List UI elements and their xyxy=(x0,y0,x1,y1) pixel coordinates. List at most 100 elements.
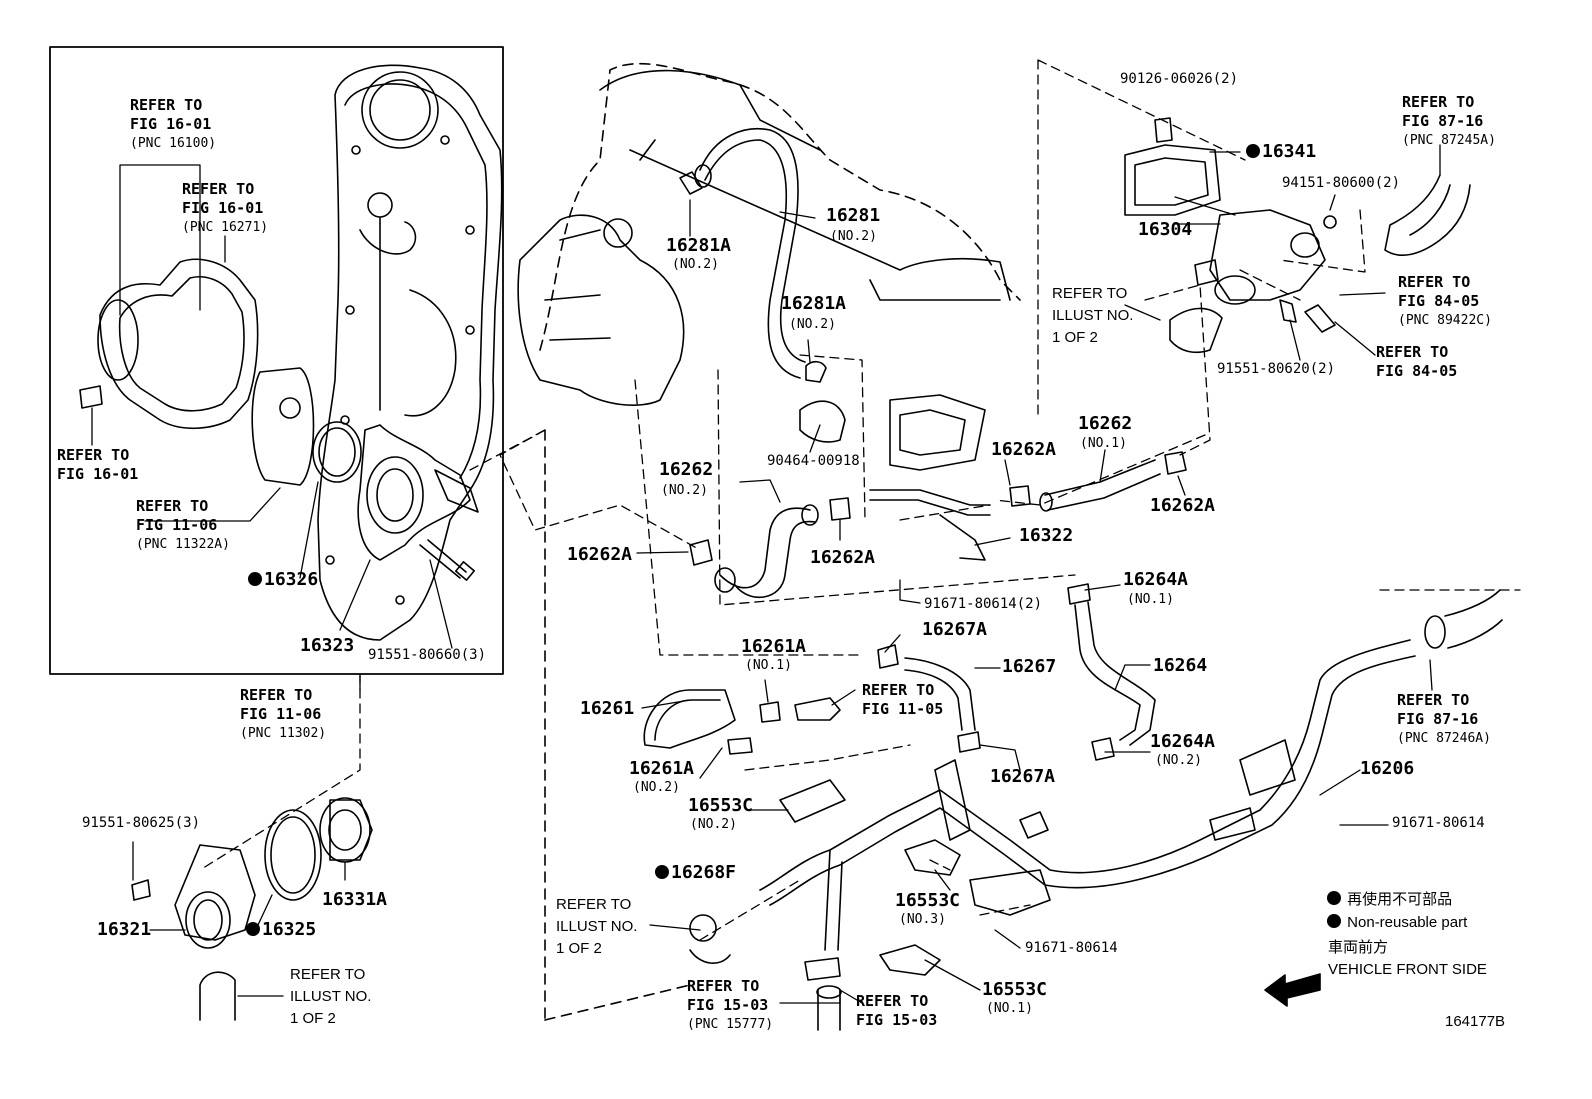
part-16553C-no2[interactable]: 16553C xyxy=(688,795,754,816)
part-91671-80614-2[interactable]: 91671-80614(2) xyxy=(924,596,1043,612)
part-16267A-b[interactable]: 16267A xyxy=(990,766,1056,787)
ref-line: FIG 15-03 xyxy=(687,996,769,1014)
part-16325[interactable]: 16325 xyxy=(246,921,316,939)
clamp-16281A-a xyxy=(679,171,703,195)
clamp-e xyxy=(1067,583,1091,605)
part-16341[interactable]: 16341 xyxy=(1246,143,1316,161)
ref-fig-87-16-pnc-87245A[interactable]: REFER TO FIG 87-16 (PNC 87245A) xyxy=(1402,93,1496,150)
legend-dot xyxy=(1327,891,1341,905)
ref-pnc: (PNC 16271) xyxy=(182,220,269,235)
part-91671-80614-a[interactable]: 91671-80614 xyxy=(1392,815,1485,831)
part-16322[interactable]: 16322 xyxy=(1019,525,1074,546)
legend-text: Non-reusable part xyxy=(1347,914,1468,931)
part-94151-80600[interactable]: 94151-80600(2) xyxy=(1282,175,1401,191)
ref-fig-84-05-pnc-89422C[interactable]: REFER TO FIG 84-05 (PNC 89422C) xyxy=(1398,273,1492,330)
part-16264A-a-sub: (NO.1) xyxy=(1127,592,1174,607)
part-16267A-a[interactable]: 16267A xyxy=(922,619,988,640)
ref-fig-15-03-pnc-15777[interactable]: REFER TO FIG 15-03 (PNC 15777) xyxy=(687,977,773,1034)
ref-fig-11-06-pnc-11302[interactable]: REFER TO FIG 11-06 (PNC 11302) xyxy=(240,686,326,743)
legend-jp-front: 車両前方 xyxy=(1328,939,1389,956)
part-91551-80625[interactable]: 91551-80625(3) xyxy=(82,815,201,831)
front-arrow xyxy=(1264,973,1321,1007)
part-16264A-b[interactable]: 16264A xyxy=(1150,731,1216,752)
bracket-16553C-no3 xyxy=(904,839,961,876)
part-16261[interactable]: 16261 xyxy=(580,698,635,719)
part-16206[interactable]: 16206 xyxy=(1360,758,1415,779)
part-16264A-a[interactable]: 16264A xyxy=(1123,569,1189,590)
part-16304[interactable]: 16304 xyxy=(1138,219,1193,240)
o-ring-16268F xyxy=(689,914,717,942)
ref-line: FIG 15-03 xyxy=(856,1011,938,1029)
part-16261A-b-sub: (NO.2) xyxy=(633,780,680,795)
ref-fig-11-05[interactable]: REFER TO FIG 11-05 xyxy=(862,681,943,719)
part-90464-00918[interactable]: 90464-00918 xyxy=(767,453,860,469)
part-16323[interactable]: 16323 xyxy=(300,635,355,656)
legend-en-front: VEHICLE FRONT SIDE xyxy=(1328,961,1487,978)
part-16553C-no1[interactable]: 16553C xyxy=(982,979,1048,1000)
ref-illust-1-of-2-c[interactable]: REFER TO ILLUST NO. 1 OF 2 xyxy=(290,964,371,1030)
part-16261A-b[interactable]: 16261A xyxy=(629,758,695,779)
part-16281[interactable]: 16281 xyxy=(826,205,881,226)
part-number: 16325 xyxy=(262,919,317,940)
clamp-k xyxy=(804,957,841,981)
part-16281-sub: (NO.2) xyxy=(830,229,877,244)
ref-pnc: (PNC 15777) xyxy=(687,1017,774,1032)
part-16261A-a[interactable]: 16261A xyxy=(741,636,807,657)
part-16262A-b[interactable]: 16262A xyxy=(1150,495,1216,516)
water-outlet xyxy=(312,421,479,581)
ref-illust-1-of-2-a[interactable]: REFER TO ILLUST NO. 1 OF 2 xyxy=(1052,283,1133,349)
ref-illust-1-of-2-b[interactable]: REFER TO ILLUST NO. 1 OF 2 xyxy=(556,894,637,960)
part-16321[interactable]: 16321 xyxy=(97,919,152,940)
part-16264A-b-sub: (NO.2) xyxy=(1155,753,1202,768)
part-16262A-c[interactable]: 16262A xyxy=(567,544,633,565)
hose-16262-no2 xyxy=(714,504,819,599)
ref-line: REFER TO xyxy=(556,896,632,913)
clamp-b xyxy=(829,497,851,521)
part-16281A-b[interactable]: 16281A xyxy=(781,293,847,314)
hose-16267 xyxy=(904,657,976,731)
part-16553C-no3-sub: (NO.3) xyxy=(899,912,946,927)
ref-fig-11-06-pnc-11322A[interactable]: REFER TO FIG 11-06 (PNC 11322A) xyxy=(136,497,230,554)
part-16268F[interactable]: 16268F xyxy=(655,864,736,882)
part-16553C-no3[interactable]: 16553C xyxy=(895,890,961,911)
part-16262-no2[interactable]: 16262 xyxy=(659,459,714,480)
part-number: 16268F xyxy=(671,862,737,883)
ref-line: REFER TO xyxy=(1397,691,1470,709)
ref-fig-87-16-pnc-87246A[interactable]: REFER TO FIG 87-16 (PNC 87246A) xyxy=(1397,691,1491,748)
part-16264[interactable]: 16264 xyxy=(1153,655,1208,676)
part-16262A-d[interactable]: 16262A xyxy=(810,547,876,568)
part-90126-06026[interactable]: 90126-06026(2) xyxy=(1120,71,1239,87)
ref-line: REFER TO xyxy=(1376,343,1449,361)
ref-fig-16-01-pnc-16271[interactable]: REFER TO FIG 16-01 (PNC 16271) xyxy=(182,180,268,237)
non-reusable-dot xyxy=(248,572,262,586)
ref-fig-16-01[interactable]: REFER TO FIG 16-01 xyxy=(57,446,138,484)
clamp-f xyxy=(1091,737,1115,761)
bracket-16553C-no2 xyxy=(779,779,846,823)
ref-fig-84-05[interactable]: REFER TO FIG 84-05 xyxy=(1376,343,1457,381)
part-16326[interactable]: 16326 xyxy=(248,571,318,589)
ref-line: ILLUST NO. xyxy=(290,988,372,1005)
part-16262-no2-sub: (NO.2) xyxy=(661,483,708,498)
ref-pnc: (PNC 11322A) xyxy=(136,537,230,552)
part-16267[interactable]: 16267 xyxy=(1002,656,1057,677)
engine-outline xyxy=(539,62,1021,1021)
part-16262A-a[interactable]: 16262A xyxy=(991,439,1057,460)
ref-line: FIG 11-05 xyxy=(862,700,944,718)
non-reusable-dot xyxy=(246,922,260,936)
ref-pnc: (PNC 89422C) xyxy=(1398,313,1492,328)
ref-fig-15-03[interactable]: REFER TO FIG 15-03 xyxy=(856,992,937,1030)
part-91551-80620[interactable]: 91551-80620(2) xyxy=(1217,361,1336,377)
fitting xyxy=(794,697,841,721)
part-16281A-a[interactable]: 16281A xyxy=(666,235,732,256)
part-91671-80614-b[interactable]: 91671-80614 xyxy=(1025,940,1118,956)
legend-dot xyxy=(1327,914,1341,928)
part-16262-no1[interactable]: 16262 xyxy=(1078,413,1133,434)
non-reusable-dot xyxy=(655,865,669,879)
ref-line: REFER TO xyxy=(182,180,255,198)
ref-pnc: (PNC 87245A) xyxy=(1402,133,1496,148)
ref-fig-16-01-pnc-16100[interactable]: REFER TO FIG 16-01 (PNC 16100) xyxy=(130,96,216,153)
part-16331A[interactable]: 16331A xyxy=(322,889,388,910)
part-91551-80660[interactable]: 91551-80660(3) xyxy=(368,647,487,663)
bracket-mount xyxy=(969,869,1051,916)
